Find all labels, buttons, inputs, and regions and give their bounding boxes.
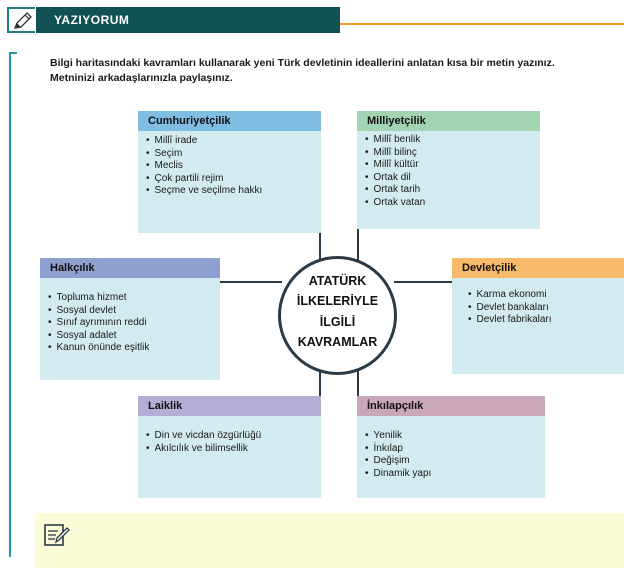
concept-item: Din ve vicdan özgürlüğü bbox=[146, 430, 321, 443]
concept-item: Ortak tarih bbox=[365, 184, 540, 197]
writing-area[interactable] bbox=[35, 513, 624, 568]
concept-item: Akılcılık ve bilimsellik bbox=[146, 443, 321, 456]
section-title: YAZIYORUM bbox=[54, 13, 130, 27]
concept-box-inkilapcilik: İnkılapçılık Yenilik İnkılap Değişim Din… bbox=[357, 396, 545, 498]
concept-title: Cumhuriyetçilik bbox=[138, 111, 321, 131]
header-accent-line bbox=[340, 23, 624, 25]
concept-item: Dinamik yapı bbox=[365, 468, 545, 481]
concept-item: Ortak dil bbox=[365, 172, 540, 185]
concept-title: Laiklik bbox=[138, 396, 321, 416]
instructions: Bilgi haritasındaki kavramları kullanara… bbox=[50, 56, 624, 86]
concept-list: Din ve vicdan özgürlüğü Akılcılık ve bil… bbox=[138, 416, 321, 455]
concept-item: Devlet fabrikaları bbox=[468, 314, 624, 327]
concept-title: Halkçılık bbox=[40, 258, 220, 278]
concept-box-halkcilik: Halkçılık Topluma hizmet Sosyal devlet S… bbox=[40, 258, 220, 380]
concept-title: İnkılapçılık bbox=[357, 396, 545, 416]
center-line-4: KAVRAMLAR bbox=[297, 335, 378, 349]
concept-list: Karma ekonomi Devlet bankaları Devlet fa… bbox=[452, 278, 624, 327]
concept-title: Milliyetçilik bbox=[357, 111, 540, 131]
connector-horizontal-left bbox=[220, 281, 282, 283]
center-line-2: İLKELERİYLE bbox=[296, 294, 379, 308]
connector-vertical-bottom-left bbox=[319, 366, 321, 396]
concept-item: İnkılap bbox=[365, 443, 545, 456]
concept-list: Topluma hizmet Sosyal devlet Sınıf ayrım… bbox=[40, 278, 220, 355]
concept-item: Seçim bbox=[146, 148, 321, 161]
center-line-3: İLGİLİ bbox=[319, 315, 356, 329]
concept-box-devletcilik: Devletçilik Karma ekonomi Devlet bankala… bbox=[452, 258, 624, 374]
concept-item: Seçme ve seçilme hakkı bbox=[146, 185, 321, 198]
header-icon-frame bbox=[7, 7, 35, 33]
connector-vertical-bottom-right bbox=[357, 366, 359, 396]
concept-title: Devletçilik bbox=[452, 258, 624, 278]
concept-item: Sosyal adalet bbox=[48, 330, 220, 343]
center-concept-circle: ATATÜRK İLKELERİYLE İLGİLİ KAVRAMLAR bbox=[278, 256, 397, 375]
center-line-1: ATATÜRK bbox=[308, 274, 367, 288]
pencil-icon bbox=[13, 12, 32, 29]
left-bracket bbox=[9, 52, 17, 557]
concept-item: Çok partili rejim bbox=[146, 173, 321, 186]
concept-box-milliyetcilik: Milliyetçilik Millî benlik Millî bilinç … bbox=[357, 111, 540, 229]
concept-item: Millî bilinç bbox=[365, 147, 540, 160]
concept-item: Topluma hizmet bbox=[48, 292, 220, 305]
concept-item: Yenilik bbox=[365, 430, 545, 443]
concept-item: Devlet bankaları bbox=[468, 302, 624, 315]
section-header: YAZIYORUM bbox=[36, 7, 340, 33]
concept-box-laiklik: Laiklik Din ve vicdan özgürlüğü Akılcılı… bbox=[138, 396, 321, 498]
concept-item: Millî benlik bbox=[365, 134, 540, 147]
concept-item: Sosyal devlet bbox=[48, 305, 220, 318]
concept-item: Meclis bbox=[146, 160, 321, 173]
concept-item: Ortak vatan bbox=[365, 197, 540, 210]
notepad-pencil-icon bbox=[44, 524, 70, 546]
concept-item: Kanun önünde eşitlik bbox=[48, 342, 220, 355]
concept-item: Sınıf ayrımının reddi bbox=[48, 317, 220, 330]
concept-list: Millî irade Seçim Meclis Çok partili rej… bbox=[138, 131, 321, 198]
concept-item: Değişim bbox=[365, 455, 545, 468]
concept-item: Millî kültür bbox=[365, 159, 540, 172]
instructions-line-2: Metninizi arkadaşlarınızla paylaşınız. bbox=[50, 72, 233, 84]
connector-horizontal-right bbox=[394, 281, 452, 283]
instructions-line-1: Bilgi haritasındaki kavramları kullanara… bbox=[50, 57, 555, 69]
concept-item: Millî irade bbox=[146, 135, 321, 148]
concept-box-cumhuriyetcilik: Cumhuriyetçilik Millî irade Seçim Meclis… bbox=[138, 111, 321, 233]
concept-item: Karma ekonomi bbox=[468, 289, 624, 302]
concept-list: Millî benlik Millî bilinç Millî kültür O… bbox=[357, 131, 540, 209]
concept-list: Yenilik İnkılap Değişim Dinamik yapı bbox=[357, 416, 545, 480]
